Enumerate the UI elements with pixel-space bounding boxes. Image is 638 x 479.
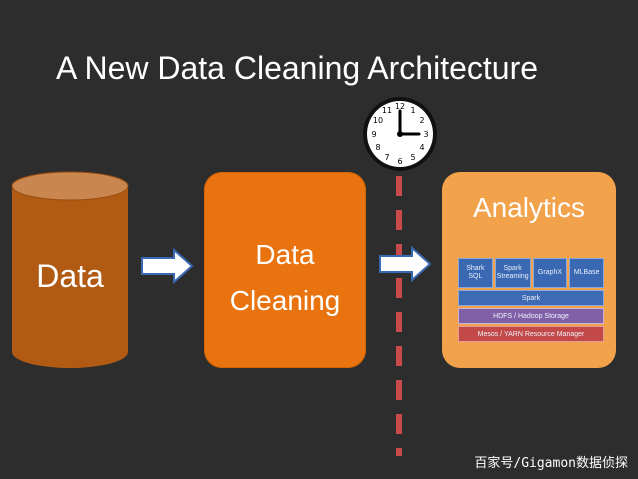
clock-numeral: 10 (373, 116, 383, 125)
clock-numeral: 6 (397, 157, 402, 166)
stack-cell-graphx: GraphX (532, 258, 568, 288)
data-cleaning-line1: Data (255, 239, 315, 270)
clock-icon: 12 1 2 3 4 5 6 7 8 9 10 11 (363, 97, 437, 171)
stack-cell-mlbase: MLBase (569, 258, 605, 288)
arrow-right-icon (141, 248, 194, 284)
watermark: 百家号/Gigamon数据侦探 (474, 456, 628, 471)
clock-numeral: 11 (382, 106, 392, 115)
analytics-stack: Shark SQL Spark Streaming GraphX MLBase … (458, 258, 605, 344)
data-cleaning-line2: Cleaning (229, 285, 341, 316)
stack-layer-hdfs: HDFS / Hadoop Storage (458, 308, 604, 324)
clock-numeral: 1 (410, 106, 415, 115)
stack-layer-mesos: Mesos / YARN Resource Manager (458, 326, 604, 342)
arrow-right-icon (379, 246, 432, 282)
data-cleaning-box: Data Cleaning (204, 172, 366, 368)
stack-layer-spark: Spark (458, 290, 604, 306)
source-label: Data (36, 258, 104, 294)
page-title: A New Data Cleaning Architecture (56, 50, 539, 86)
analytics-box: Analytics Shark SQL Spark Streaming Grap… (442, 172, 616, 368)
database-cylinder-icon (11, 171, 129, 368)
analytics-top-row: Shark SQL Spark Streaming GraphX MLBase (458, 258, 605, 288)
dashed-divider (396, 176, 402, 456)
clock-numeral: 2 (419, 116, 424, 125)
data-cleaning-label: Data Cleaning (204, 232, 366, 324)
clock-numeral: 4 (419, 143, 424, 152)
clock-numeral: 9 (371, 130, 376, 139)
clock-numeral: 3 (423, 130, 428, 139)
analytics-title: Analytics (472, 192, 586, 223)
clock-numeral: 12 (395, 102, 405, 111)
stack-cell-spark-streaming: Spark Streaming (494, 258, 531, 288)
stack-cell-shark-sql: Shark SQL (458, 258, 493, 288)
clock-numeral: 5 (410, 153, 415, 162)
clock-numeral: 7 (384, 153, 389, 162)
clock-numeral: 8 (375, 143, 380, 152)
